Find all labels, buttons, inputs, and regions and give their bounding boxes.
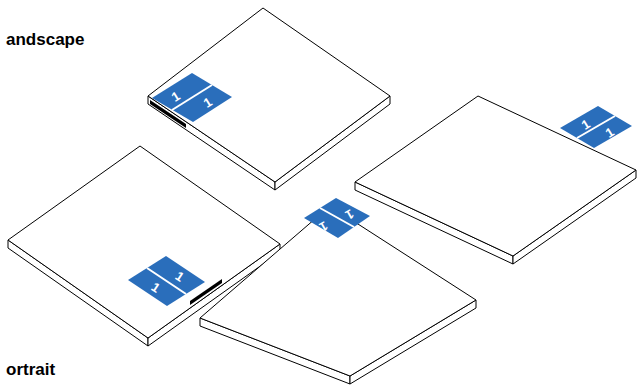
heading-text: andscape <box>6 30 84 50</box>
heading-text: ortrait <box>6 360 55 380</box>
